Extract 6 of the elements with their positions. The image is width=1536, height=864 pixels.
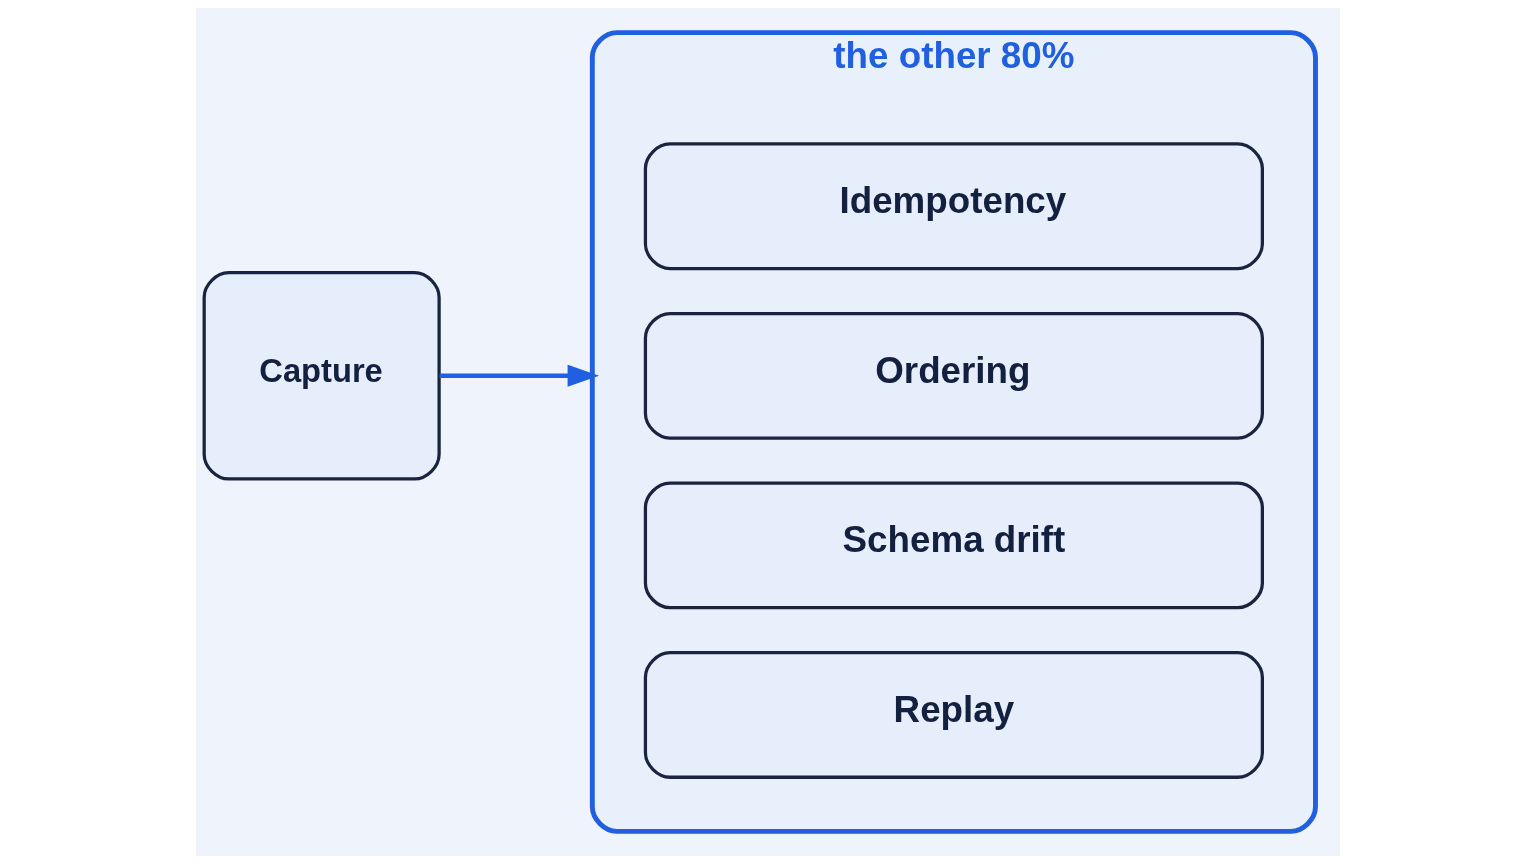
node-box: Idempotency [643, 142, 1264, 271]
node-box: Schema drift [643, 481, 1264, 610]
node-box: Replay [643, 651, 1264, 779]
node-box: Capture [202, 271, 441, 481]
node-box: Ordering [643, 311, 1264, 440]
arrow [439, 364, 600, 387]
